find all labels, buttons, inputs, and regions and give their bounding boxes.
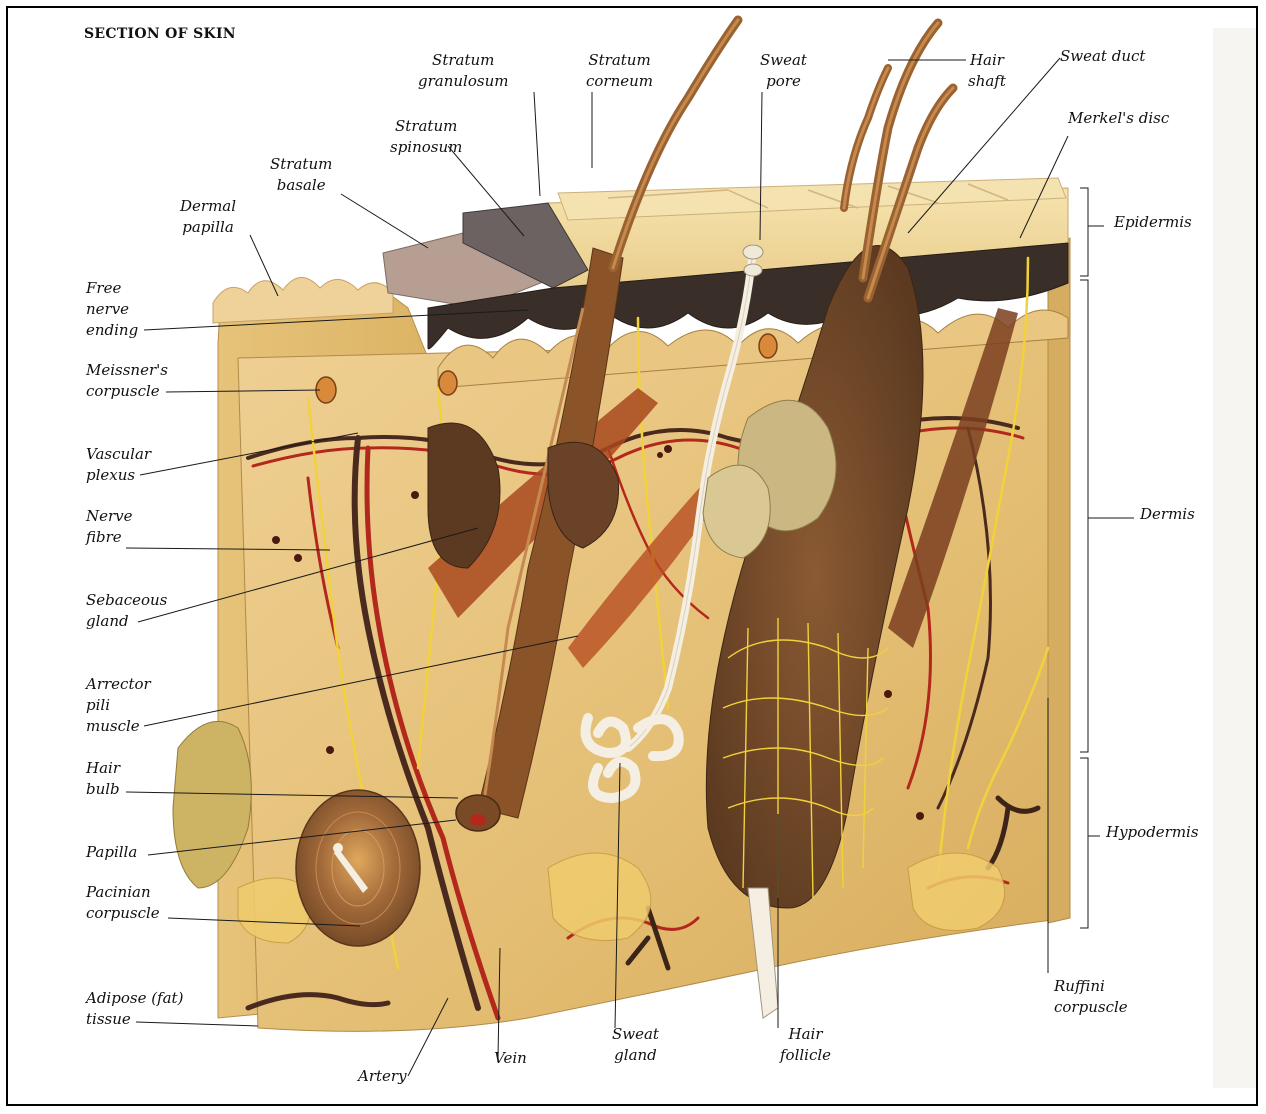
label-sweat-gland: Sweat gland bbox=[612, 1024, 659, 1066]
label-hair-bulb: Hair bulb bbox=[86, 758, 120, 800]
label-dermal-papilla: Dermal papilla bbox=[180, 196, 236, 238]
label-sweat-duct: Sweat duct bbox=[1060, 46, 1145, 67]
label-free-nerve-ending: Free nerve ending bbox=[86, 278, 138, 341]
label-stratum-corneum: Stratum corneum bbox=[586, 50, 653, 92]
label-stratum-spinosum: Stratum spinosum bbox=[390, 116, 462, 158]
label-ruffini-corpuscle: Ruffini corpuscle bbox=[1054, 976, 1128, 1018]
label-stratum-basale: Stratum basale bbox=[270, 154, 332, 196]
label-pacinian-corpuscle: Pacinian corpuscle bbox=[86, 882, 160, 924]
leader-lines bbox=[8, 8, 1258, 1106]
figure-frame: SECTION OF SKIN bbox=[6, 6, 1258, 1106]
label-merkels-disc: Merkel's disc bbox=[1068, 108, 1169, 129]
label-sweat-pore: Sweat pore bbox=[760, 50, 807, 92]
label-vascular-plexus: Vascular plexus bbox=[86, 444, 151, 486]
label-hair-shaft: Hair shaft bbox=[968, 50, 1006, 92]
label-stratum-granulosum: Stratum granulosum bbox=[418, 50, 508, 92]
label-meissners-corpuscle: Meissner's corpuscle bbox=[86, 360, 168, 402]
label-adipose-tissue: Adipose (fat) tissue bbox=[86, 988, 183, 1030]
label-hypodermis: Hypodermis bbox=[1106, 822, 1199, 843]
label-vein: Vein bbox=[494, 1048, 527, 1069]
label-nerve-fibre: Nerve fibre bbox=[86, 506, 133, 548]
label-arrector-pili-muscle: Arrector pili muscle bbox=[86, 674, 151, 737]
label-dermis: Dermis bbox=[1140, 504, 1195, 525]
label-artery: Artery bbox=[358, 1066, 407, 1087]
label-papilla: Papilla bbox=[86, 842, 137, 863]
label-hair-follicle: Hair follicle bbox=[780, 1024, 831, 1066]
label-sebaceous-gland: Sebaceous gland bbox=[86, 590, 167, 632]
label-epidermis: Epidermis bbox=[1114, 212, 1192, 233]
